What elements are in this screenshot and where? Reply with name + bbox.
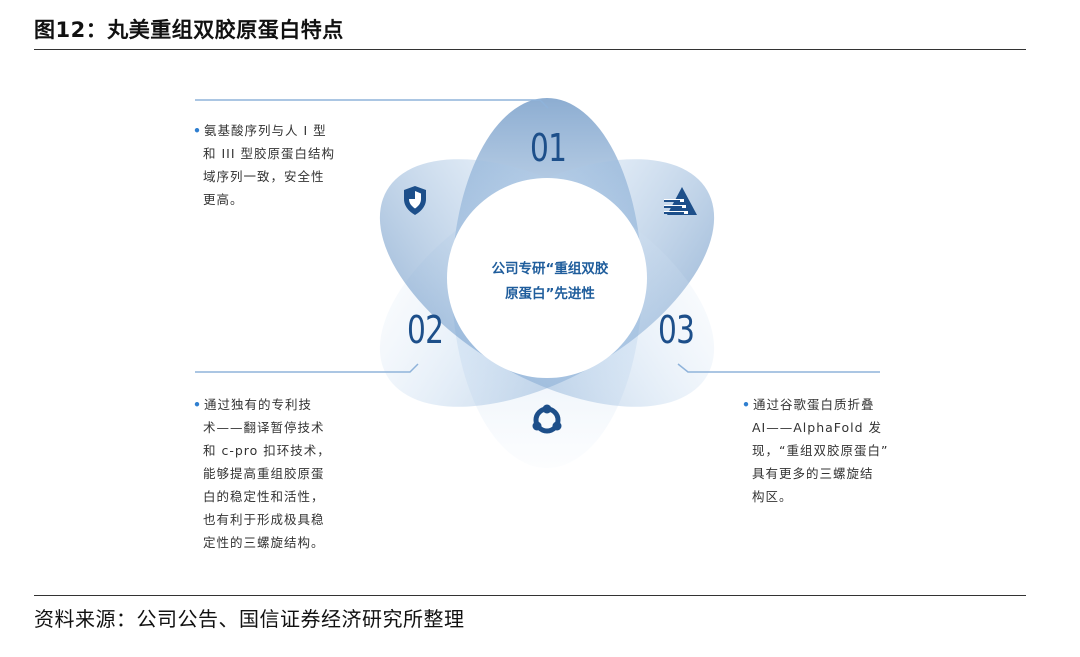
source-note: 资料来源：公司公告、国信证券经济研究所整理 bbox=[34, 607, 465, 631]
note-03-line: 现，“重组双胶原蛋白” bbox=[752, 443, 889, 458]
top-rule bbox=[34, 49, 1026, 50]
petal-number-03: 03 bbox=[658, 308, 695, 352]
petal-number-02: 02 bbox=[407, 308, 444, 352]
note-02-line: •通过独有的专利技 bbox=[193, 397, 313, 412]
note-02-line: 术——翻译暂停技术 bbox=[203, 420, 325, 435]
note-02-line: 和 c-pro 扣环技术， bbox=[203, 443, 331, 458]
note-01-line: 和 III 型胶原蛋白结构 bbox=[203, 146, 336, 161]
note-02-line: 也有利于形成极具稳 bbox=[203, 512, 325, 527]
note-03: •通过谷歌蛋白质折叠 AI——AlphaFold 发 现，“重组双胶原蛋白” 具… bbox=[742, 393, 888, 508]
petal-number-01: 01 bbox=[530, 126, 567, 170]
note-02-line: 白的稳定性和活性， bbox=[203, 489, 325, 504]
leader-line-02 bbox=[195, 363, 419, 373]
center-circle bbox=[447, 178, 647, 378]
bullet-dot-icon: • bbox=[742, 397, 751, 412]
note-02-line: 能够提高重组胶原蛋 bbox=[203, 466, 325, 481]
note-03-line: 构区。 bbox=[752, 489, 793, 504]
figure-title: 图12：丸美重组双胶原蛋白特点 bbox=[34, 18, 344, 42]
note-02: •通过独有的专利技 术——翻译暂停技术 和 c-pro 扣环技术， 能够提高重组… bbox=[193, 393, 331, 554]
note-03-line: AI——AlphaFold 发 bbox=[752, 420, 883, 435]
note-01-line: •氨基酸序列与人 I 型 bbox=[193, 123, 327, 138]
leader-line-03 bbox=[677, 363, 880, 373]
molecule-ring-icon bbox=[532, 404, 562, 434]
leader-line-01 bbox=[195, 99, 549, 109]
note-02-line: 定性的三螺旋结构。 bbox=[203, 535, 325, 550]
note-01: •氨基酸序列与人 I 型 和 III 型胶原蛋白结构 域序列一致，安全性 更高。 bbox=[193, 119, 335, 211]
center-label-line1: 公司专研“重组双胶 bbox=[491, 261, 609, 277]
note-03-line: 具有更多的三螺旋结 bbox=[752, 466, 874, 481]
note-01-line: 域序列一致，安全性 bbox=[203, 169, 325, 184]
layers-triangle-icon bbox=[664, 187, 697, 215]
bullet-dot-icon: • bbox=[193, 123, 202, 138]
shield-icon bbox=[404, 186, 426, 215]
center-label-line2: 原蛋白”先进性 bbox=[505, 286, 595, 302]
note-01-line: 更高。 bbox=[203, 192, 244, 207]
bottom-rule bbox=[34, 595, 1026, 596]
bullet-dot-icon: • bbox=[193, 397, 202, 412]
note-03-line: •通过谷歌蛋白质折叠 bbox=[742, 397, 875, 412]
center-label: 公司专研“重组双胶 原蛋白”先进性 bbox=[470, 257, 630, 307]
